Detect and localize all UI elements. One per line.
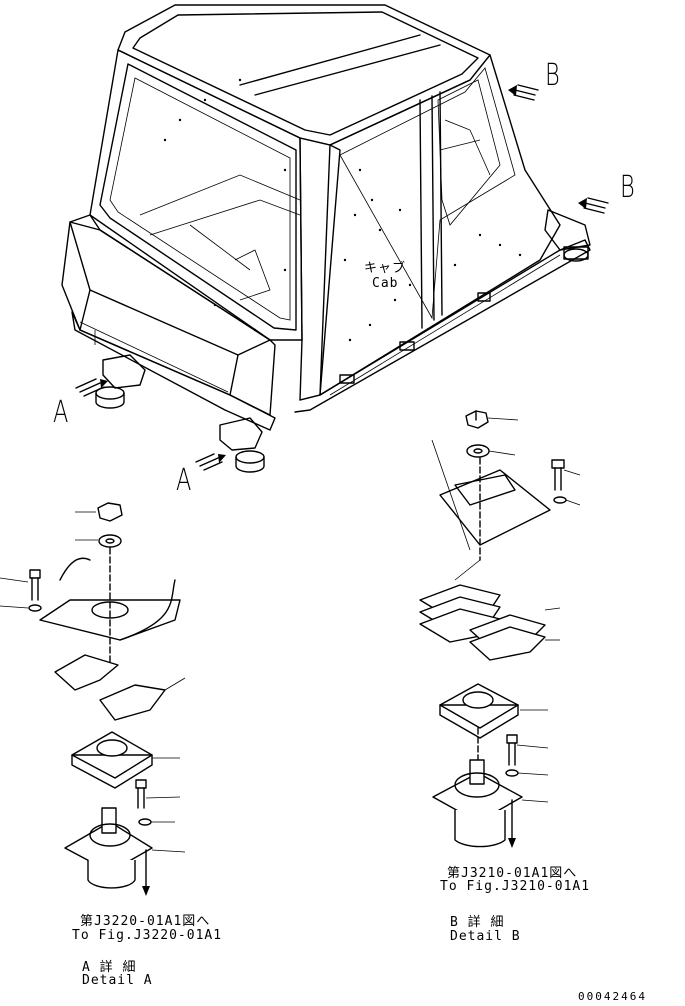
front-left-mount xyxy=(95,354,146,409)
callout-arrows xyxy=(75,84,609,471)
drawing-number: 00042464 xyxy=(578,990,647,1003)
rivet-dots xyxy=(163,78,522,342)
callout-b-top: B xyxy=(545,58,560,93)
detail-b-title-jp: B 詳 細 xyxy=(450,915,505,930)
detail-a-title-jp: A 詳 細 xyxy=(82,960,137,975)
detail-a-ref-en: To Fig.J3220-01A1 xyxy=(72,928,223,943)
detail-a-ref-jp: 第J3220-01A1図へ xyxy=(80,914,211,929)
cab-label-en: Cab xyxy=(372,276,399,291)
callout-a-bottom: A xyxy=(176,463,192,498)
detail-a-exploded xyxy=(0,502,186,896)
front-right-mount xyxy=(219,417,265,473)
cab-assembly xyxy=(61,4,591,473)
detail-a-title-en: Detail A xyxy=(82,973,153,988)
detail-b-exploded xyxy=(419,410,581,848)
cab-label-jp: キャブ xyxy=(364,261,407,276)
detail-b-ref-jp: 第J3210-01A1図へ xyxy=(447,866,578,881)
detail-b-ref-en: To Fig.J3210-01A1 xyxy=(440,879,591,894)
callout-b-right: B xyxy=(620,170,635,205)
callout-a-left: A xyxy=(53,395,69,430)
detail-b-shims xyxy=(419,559,561,661)
detail-b-title-en: Detail B xyxy=(450,929,521,944)
